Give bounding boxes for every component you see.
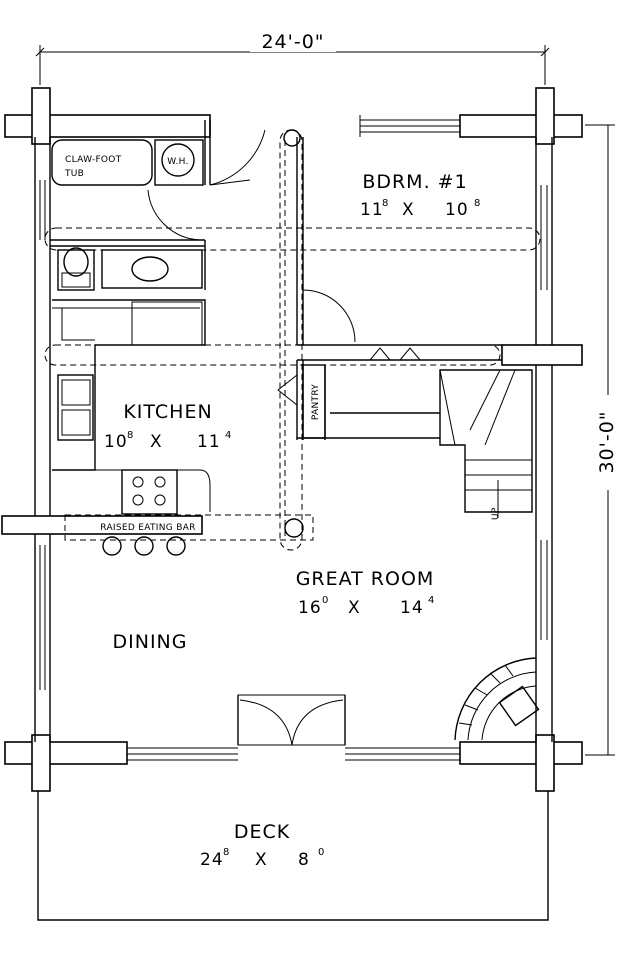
entry-door (237, 694, 346, 746)
svg-text:8: 8 (382, 198, 389, 209)
deck (37, 791, 549, 921)
pantry: PANTRY (302, 364, 326, 439)
svg-text:8: 8 (474, 198, 481, 209)
width-dimension-label: 24'-0" (261, 31, 324, 53)
svg-text:X: X (150, 432, 163, 452)
stove-icon (121, 469, 178, 515)
svg-text:11: 11 (197, 432, 221, 452)
svg-text:11: 11 (360, 200, 384, 220)
depth-dimension-label: 30'-0" (596, 410, 618, 473)
svg-text:GREAT ROOM: GREAT ROOM (296, 568, 435, 590)
svg-text:0: 0 (322, 595, 329, 606)
ceiling-beams (44, 129, 541, 551)
bedroom-label: BDRM. #1 11 8 X 10 8 (360, 171, 481, 220)
doors (147, 129, 421, 406)
svg-text:8: 8 (223, 847, 230, 858)
exterior-wall-right (501, 137, 583, 742)
raised-eating-bar: RAISED EATING BAR (100, 523, 195, 556)
svg-text:X: X (402, 200, 415, 220)
svg-text:X: X (255, 850, 268, 870)
svg-text:14: 14 (400, 598, 424, 618)
svg-text:10: 10 (445, 200, 469, 220)
exterior-wall-left (1, 137, 203, 742)
stairs-up-label: UP (491, 507, 501, 520)
width-dimension: 24'-0" (35, 30, 550, 85)
exterior-wall-top (4, 87, 583, 145)
svg-text:8: 8 (127, 430, 134, 441)
svg-text:DINING: DINING (113, 631, 188, 653)
dining-label: DINING (113, 631, 188, 653)
interior-walls (50, 120, 502, 440)
staircase: UP (439, 369, 533, 520)
svg-text:4: 4 (428, 595, 435, 606)
svg-text:0: 0 (318, 847, 325, 858)
wood-stove-icon (454, 657, 540, 741)
claw-foot-tub: CLAW-FOOT TUB (51, 139, 153, 186)
svg-text:KITCHEN: KITCHEN (123, 401, 212, 423)
bathroom-sink-icon (101, 249, 203, 289)
svg-text:RAISED EATING BAR: RAISED EATING BAR (100, 523, 195, 533)
svg-text:PANTRY: PANTRY (311, 384, 321, 420)
svg-text:TUB: TUB (64, 169, 84, 179)
svg-text:8: 8 (298, 850, 310, 870)
kitchen-label: KITCHEN 10 8 X 11 4 (104, 401, 232, 452)
svg-text:X: X (348, 598, 361, 618)
deck-label: DECK 24 8 X 8 0 (200, 821, 325, 870)
toilet-icon (57, 247, 95, 291)
svg-text:W.H.: W.H. (167, 157, 188, 167)
svg-text:10: 10 (104, 432, 128, 452)
svg-text:4: 4 (225, 430, 232, 441)
svg-text:24: 24 (200, 850, 224, 870)
svg-text:CLAW-FOOT: CLAW-FOOT (65, 155, 122, 165)
water-heater: W.H. (154, 139, 204, 186)
depth-dimension: 30'-0" (585, 124, 621, 756)
svg-text:BDRM. #1: BDRM. #1 (362, 171, 467, 193)
great-room-label: GREAT ROOM 16 0 X 14 4 (296, 568, 435, 618)
exterior-wall-bottom (4, 734, 583, 792)
svg-text:16: 16 (298, 598, 322, 618)
svg-text:DECK: DECK (234, 821, 290, 843)
